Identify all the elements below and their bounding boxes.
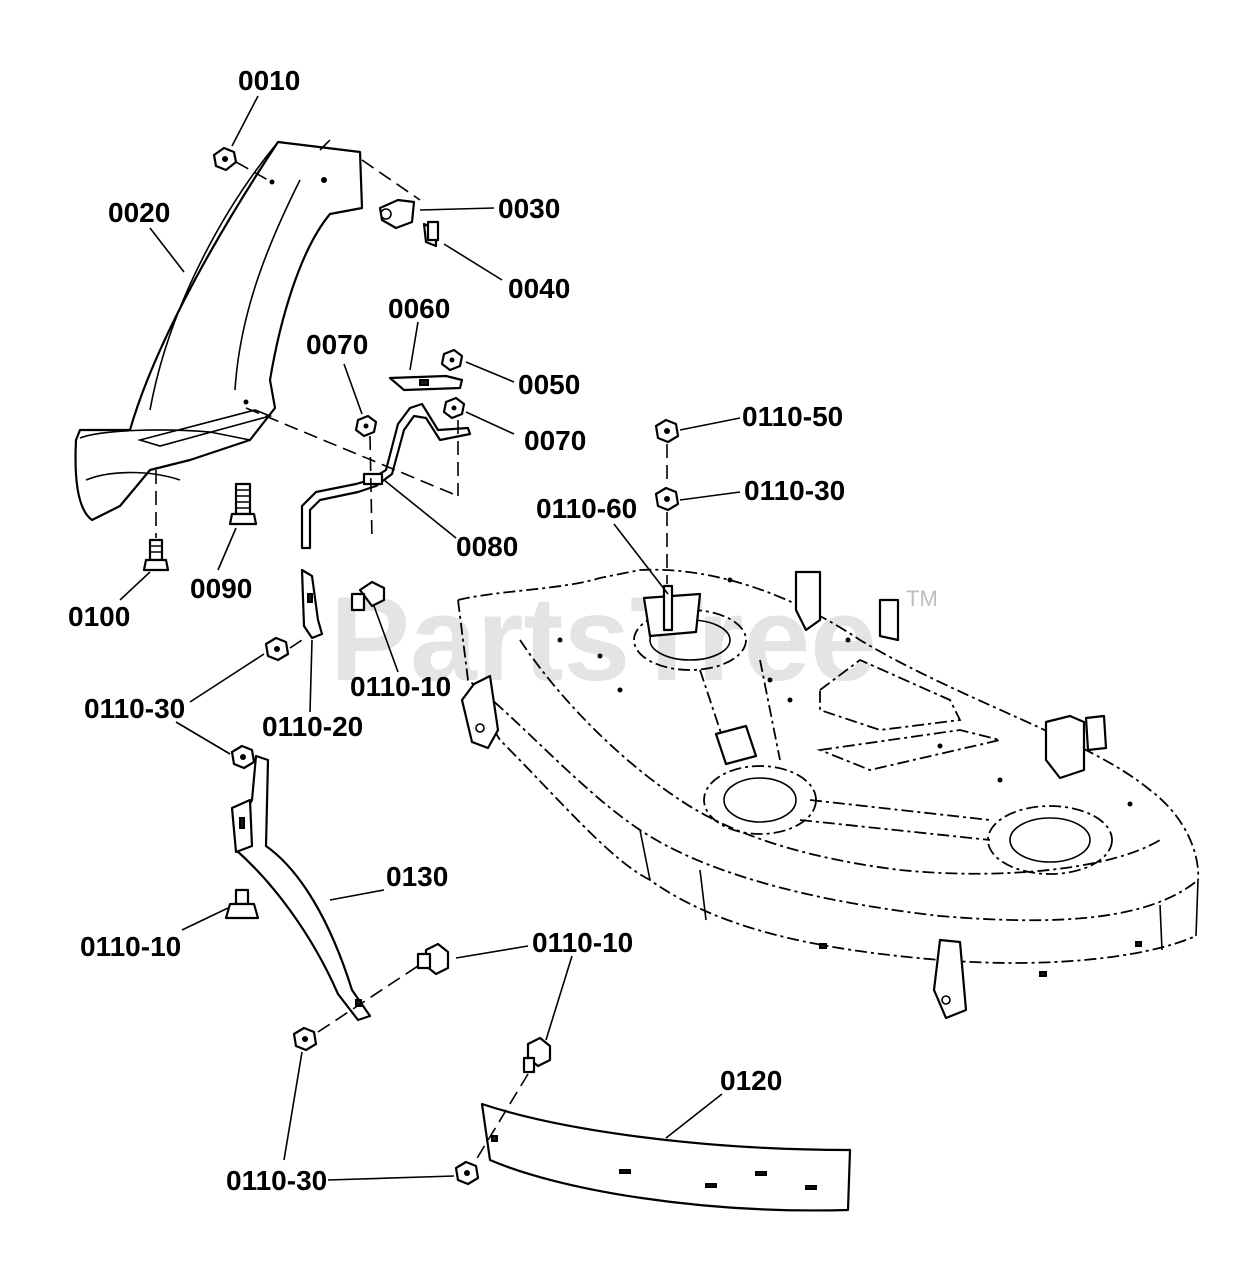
hex-nut-0110-30-mid [230,744,256,770]
baffle-0120 [480,1102,852,1212]
bolt-0090 [228,482,258,526]
actuator-rod-0080 [300,402,472,550]
callout-0110-10-mid: 0110-10 [532,927,633,958]
callout-0070-left: 0070 [306,329,368,360]
callout-0110-30-deck: 0110-30 [744,475,845,506]
carriage-bolt-0110-10-top [350,580,386,612]
callout-0050: 0050 [518,369,580,400]
callout-0110-10-left: 0110-10 [80,931,181,962]
leader-lines [119,95,741,1181]
callout-0110-30-left: 0110-30 [84,693,185,724]
callout-0020: 0020 [108,197,170,228]
callout-0090: 0090 [190,573,252,604]
callout-0110-20: 0110-20 [262,711,363,742]
carriage-bolt-0110-10-mid [416,942,450,976]
callout-0120: 0120 [720,1065,782,1096]
latch-pin-0030 [378,198,416,230]
watermark-trademark: TM [906,586,938,611]
deflector-0130 [230,754,372,1022]
watermark: PartsTree TM [330,572,938,706]
discharge-chute-part [74,140,364,522]
callout-0060: 0060 [388,293,450,324]
spring-clip-0060 [388,374,464,392]
callout-0110-10-top: 0110-10 [350,671,451,702]
hex-nut-0110-30-bottom-left [292,1026,318,1052]
callout-0010: 0010 [238,65,300,96]
callout-labels: 0010 0020 0030 0040 0060 0070 0050 0070 … [68,65,845,1196]
carriage-bolt-0110-10-left [224,888,260,920]
callout-0040: 0040 [508,273,570,304]
callout-0110-60: 0110-60 [536,493,637,524]
bolt-0040 [422,220,440,248]
callout-0030: 0030 [498,193,560,224]
callout-0110-50: 0110-50 [742,401,843,432]
hex-nut-0050 [440,348,464,372]
hex-nut-0110-30-bottom [454,1160,480,1186]
carriage-bolt-0110-10-bottom [522,1036,552,1074]
callout-0130: 0130 [386,861,448,892]
mower-deck [457,568,1200,1020]
hex-nut-0070-left [354,414,378,438]
bracket-0110-20 [300,568,324,640]
callout-0070-right: 0070 [524,425,586,456]
hex-nut-0070-right [442,396,466,420]
bolt-0100 [142,538,170,572]
hex-nut-0010 [212,146,238,172]
hex-nut-0110-30-top [264,636,290,662]
callout-0100: 0100 [68,601,130,632]
callout-0110-30-bottom: 0110-30 [226,1165,327,1196]
callout-0080: 0080 [456,531,518,562]
hex-nut-0110-30-deck [654,486,680,512]
watermark-text: PartsTree [330,572,877,706]
hex-nut-0110-50 [654,418,680,444]
